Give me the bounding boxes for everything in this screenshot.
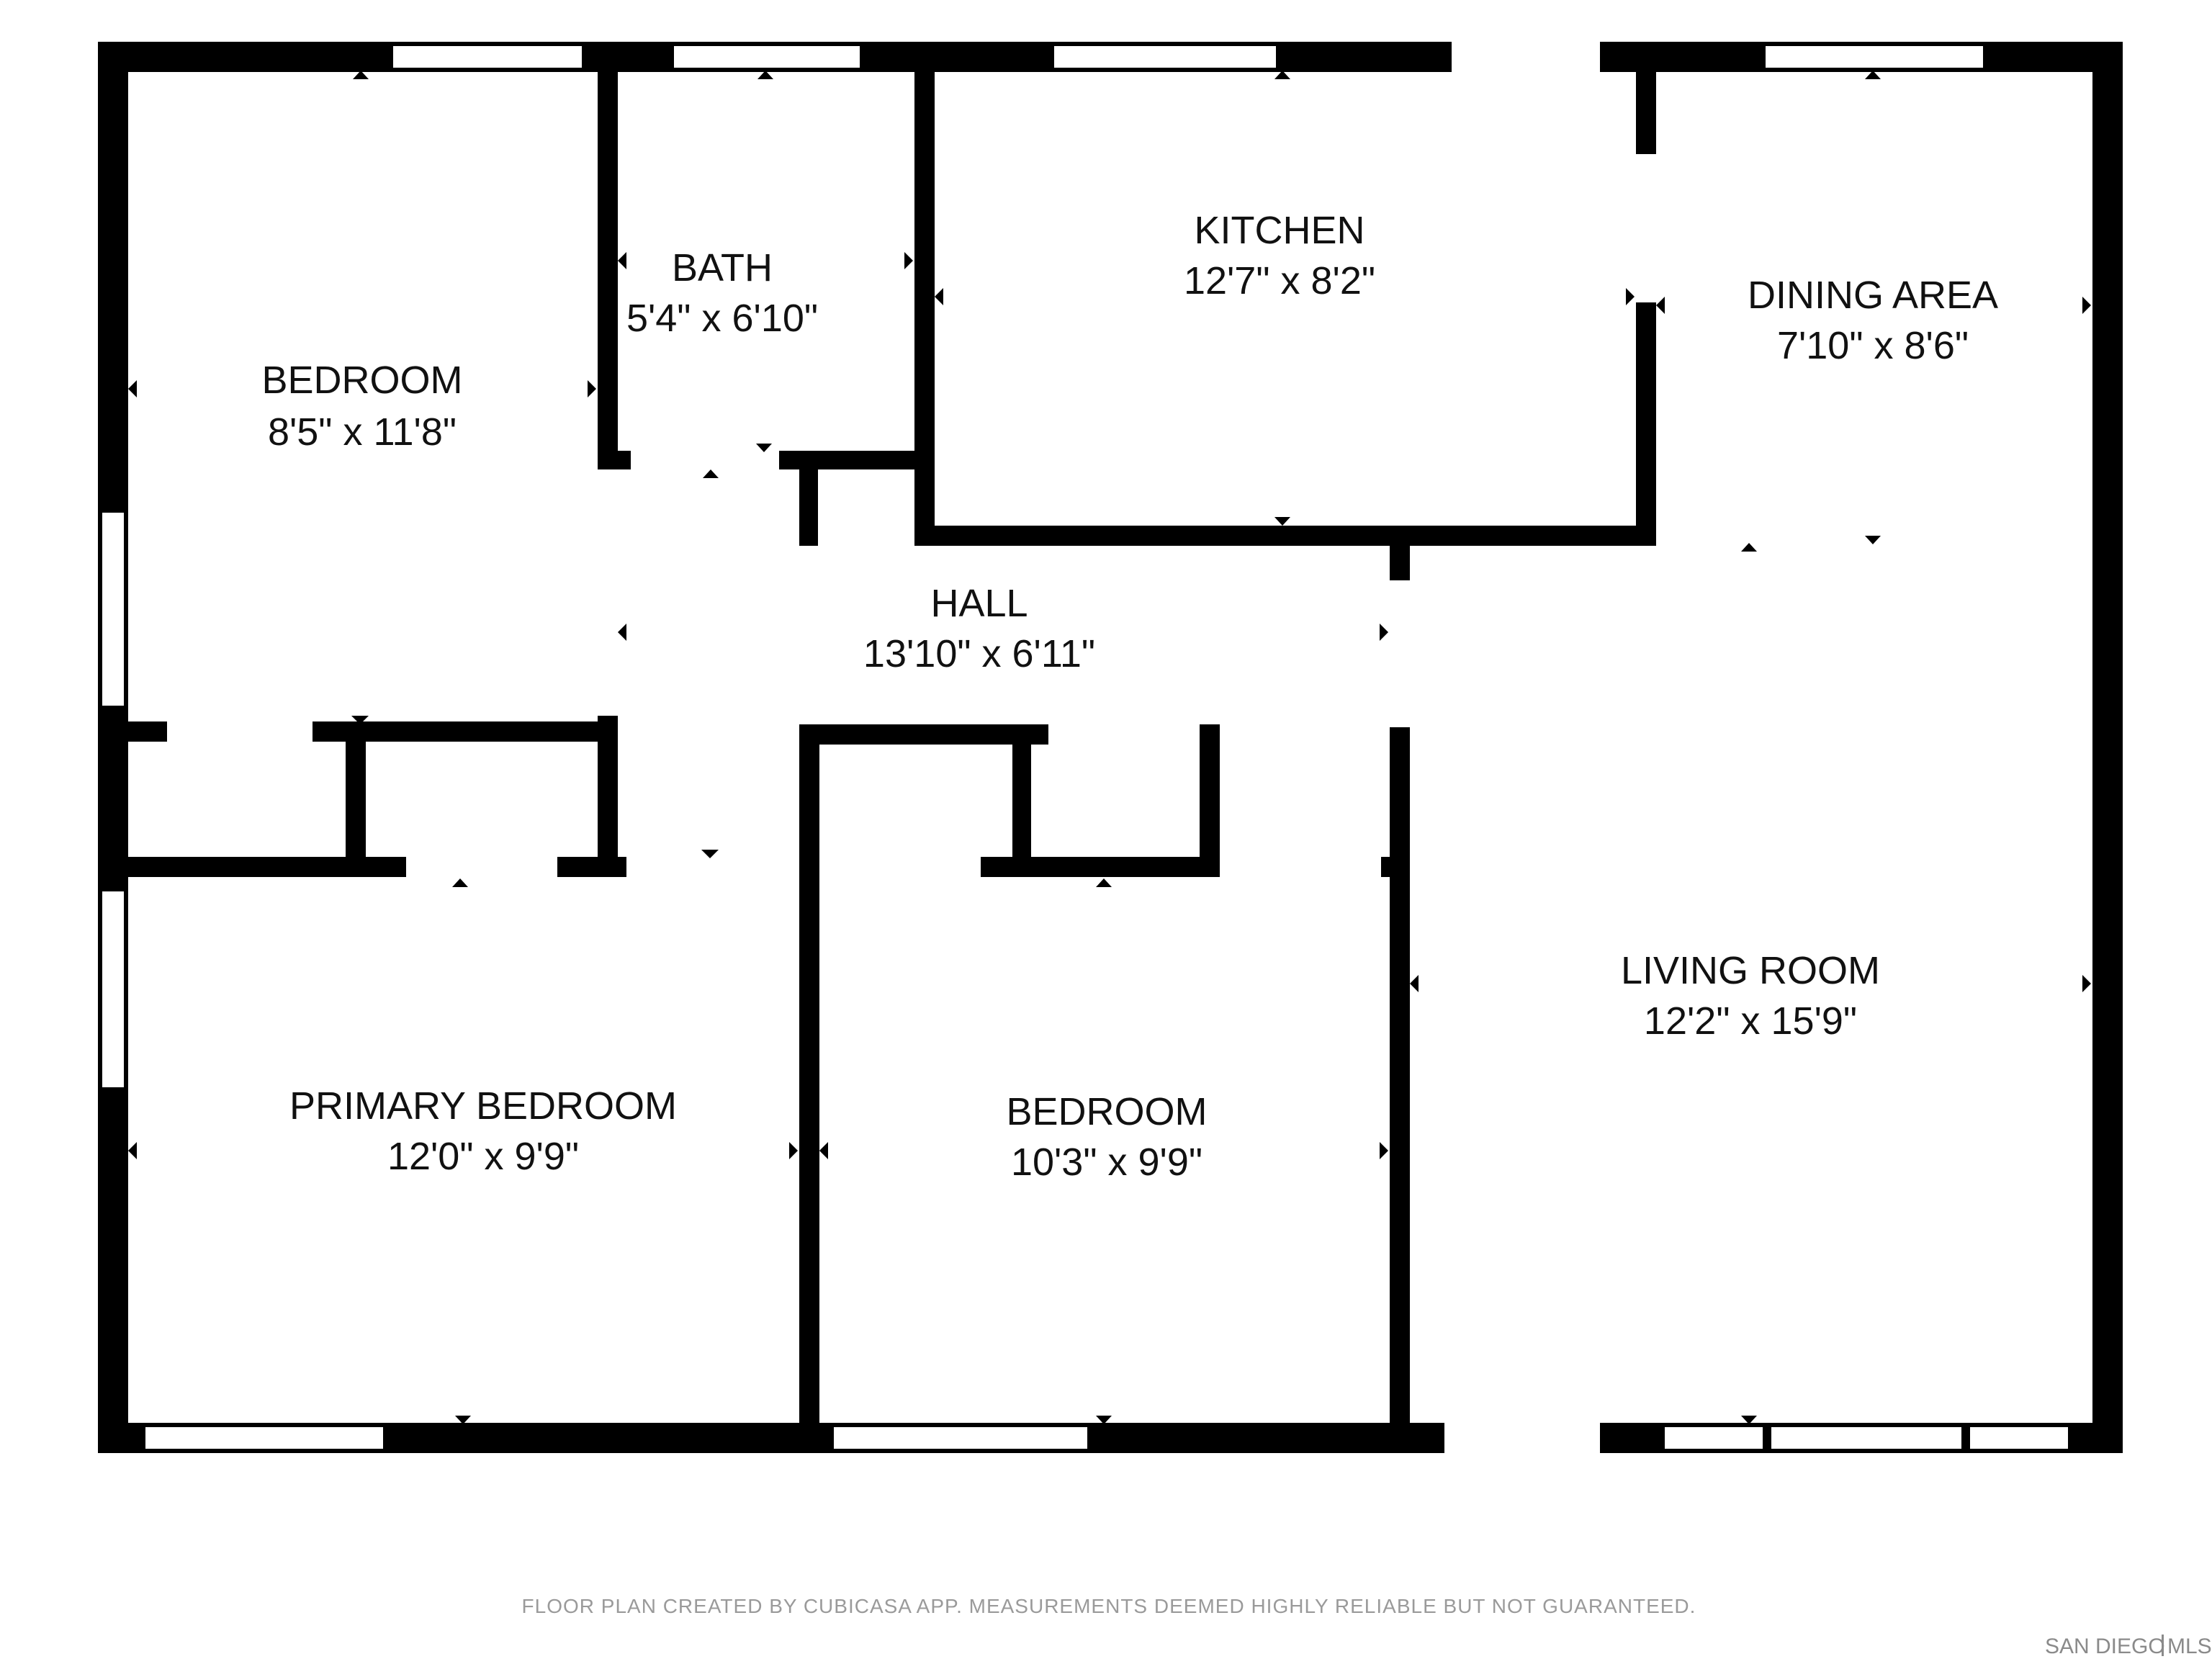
marker [351,716,369,724]
wall-bath-kitchen [914,42,935,546]
wall-closet-divider [346,721,366,877]
marker [1096,878,1112,887]
wall-bath-bottom-left [598,451,631,469]
room-living-name: LIVING ROOM [1621,949,1880,992]
footer-disclaimer: FLOOR PLAN CREATED BY CUBICASA APP. MEAS… [522,1595,1696,1617]
marker [455,1416,471,1424]
marker [588,380,596,397]
room-hall-size: 13'10" x 6'11" [863,632,1095,675]
wall-hall-living-upper [1390,546,1410,580]
room-hall-name: HALL [930,582,1028,625]
window-left-primary [99,889,127,1090]
marker [128,380,137,397]
marker [1380,624,1388,641]
opening-bottom-living [1444,1421,1600,1455]
room-primary-bedroom-size: 12'0" x 9'9" [387,1135,579,1178]
openings [1444,40,1600,1455]
door-markers [128,71,2091,1424]
marker [1626,288,1635,305]
marker [128,1142,137,1159]
wall-right [2092,42,2123,1453]
marker [618,252,626,269]
marker [1096,1416,1112,1424]
room-dining-size: 7'10" x 8'6" [1777,324,1969,367]
footer-brand-divider [2162,1635,2164,1656]
marker [935,288,943,305]
marker [1865,536,1881,544]
marker [819,1142,828,1159]
marker [1274,517,1290,526]
opening-top-kitchen [1452,40,1600,73]
wall-bedroom-top-right [1381,857,1410,877]
marker [2082,297,2091,314]
wall-primary-bedroom-right [799,724,819,1453]
marker [618,624,626,641]
window-bottom-living-3 [1967,1424,2071,1452]
marker [1410,975,1419,992]
wall-primary-top-right [557,857,626,877]
room-kitchen-size: 12'7" x 8'2" [1184,259,1375,302]
window-top-bath [671,43,863,71]
wall-hall-living-lower [1390,727,1410,1453]
wall-bedroom-top [981,857,1220,877]
marker [1380,1142,1388,1159]
footer-brand-suffix: MLS [2167,1635,2212,1658]
wall-corner [799,857,819,877]
footer-brand: SAN DIEGO [2045,1635,2165,1658]
room-bath-name: BATH [672,246,773,289]
window-bottom-living-1 [1662,1424,1766,1452]
marker [703,469,719,478]
window-bottom-primary [143,1424,386,1452]
window-bottom-living-2 [1768,1424,1964,1452]
wall-closet-left [1012,724,1031,877]
room-bedroom-2-name: BEDROOM [1006,1090,1207,1133]
wall-closet-right [1200,724,1220,877]
wall-left [98,42,128,1453]
marker [1656,297,1665,314]
room-primary-bedroom-name: PRIMARY BEDROOM [289,1084,677,1128]
wall-closets-hall [598,716,618,877]
marker [452,878,468,887]
marker [757,71,773,79]
windows [99,43,2071,1452]
room-bedroom-1-name: BEDROOM [261,359,462,402]
marker [1865,71,1881,79]
wall-kitchen-dining-lower [1636,302,1656,546]
room-bedroom-2-size: 10'3" x 9'9" [1011,1141,1202,1184]
room-bath-size: 5'4" x 6'10" [626,297,818,340]
room-labels: BEDROOM 8'5" x 11'8" BATH 5'4" x 6'10" K… [261,209,1998,1184]
marker [701,850,719,858]
room-kitchen-name: KITCHEN [1194,209,1364,252]
wall-kitchen-dining-upper [1636,42,1656,154]
window-top-dining [1763,43,1986,71]
window-top-kitchen [1051,43,1279,71]
wall-primary-top-left [98,857,406,877]
marker [1274,71,1290,79]
window-bottom-bedroom [831,1424,1090,1452]
room-bedroom-1-size: 8'5" x 11'8" [268,410,457,454]
marker [756,444,772,452]
wall-closet-hall [799,451,818,546]
wall-bedroom-bath [598,42,618,454]
room-living-size: 12'2" x 15'9" [1644,999,1857,1043]
marker [353,71,369,79]
wall-kitchen-bottom [914,526,1656,546]
window-left-bedroom [99,510,127,709]
marker [789,1142,798,1159]
marker [2082,975,2091,992]
marker [1741,543,1757,552]
wall-hall-closet-top [799,724,1048,745]
marker [904,252,913,269]
room-dining-name: DINING AREA [1748,274,1998,317]
wall-closet-top-left [98,721,167,742]
window-top-bedroom [390,43,585,71]
marker [1741,1416,1757,1424]
